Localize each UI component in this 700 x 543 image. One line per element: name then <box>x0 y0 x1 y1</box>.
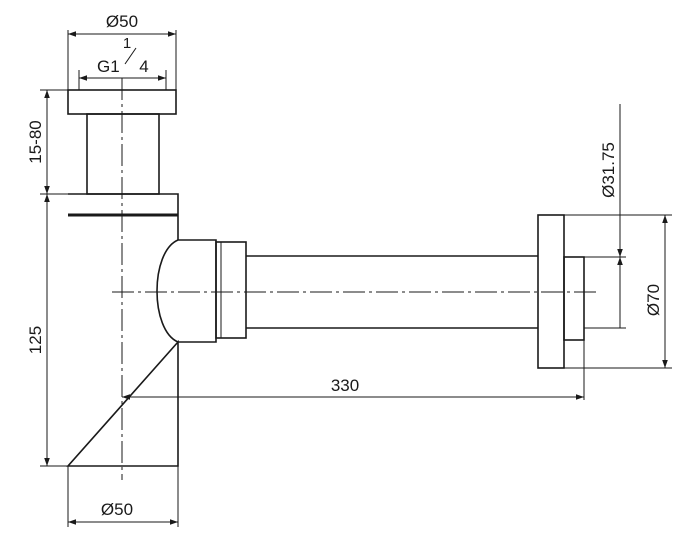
extension-lines <box>40 30 672 527</box>
trap-body <box>66 193 179 467</box>
top-diameter-label: Ø50 <box>106 12 138 31</box>
thread-prefix-label: G1 <box>97 57 120 76</box>
thread-denominator-label: 4 <box>139 57 148 76</box>
trap-neck <box>86 113 160 195</box>
dim-thread <box>79 47 166 81</box>
body-height-label: 125 <box>26 326 45 354</box>
thread-numerator-label: 1 <box>123 35 131 52</box>
bottom-diameter-label: Ø50 <box>101 500 133 519</box>
flange-diameter-label: Ø70 <box>644 284 663 316</box>
outlet-length-label: 330 <box>331 376 359 395</box>
height-adjust-label: 15-80 <box>26 120 45 163</box>
trap-outlet-bulge <box>156 239 217 343</box>
pipe-diameter-label: Ø31.75 <box>599 142 618 198</box>
outlet-pipe <box>246 255 538 329</box>
outlet-nut <box>215 241 247 339</box>
wall-flange <box>537 214 585 369</box>
